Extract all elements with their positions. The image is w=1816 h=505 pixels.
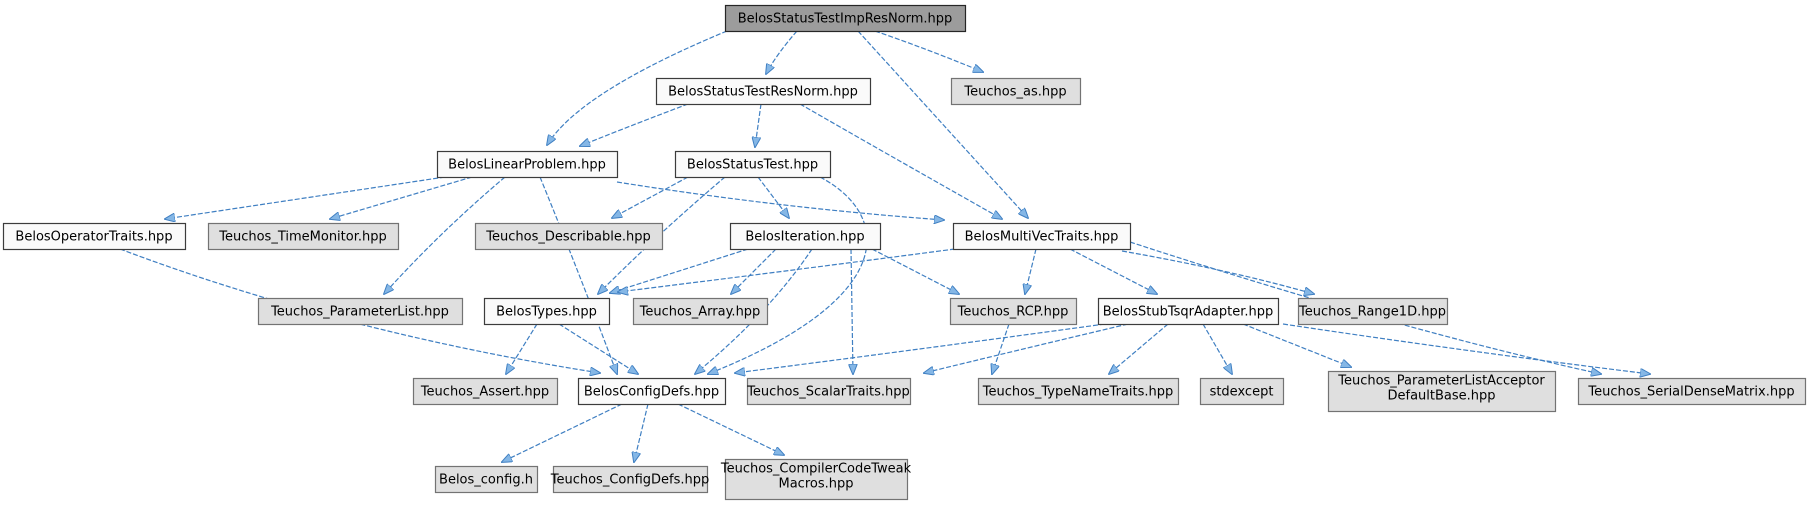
include-edge-linprob-optraits [165,176,446,219]
node-label-iter: BelosIteration.hpp [745,230,864,245]
include-edge-configdefs-compiler [677,403,784,455]
node-range1d[interactable]: Teuchos_Range1D.hpp [1297,297,1449,326]
node-label-btypes: BelosTypes.hpp [496,305,597,320]
node-label-typename: Teuchos_TypeNameTraits.hpp [982,385,1174,400]
node-label-stattest: BelosStatusTest.hpp [687,158,818,173]
node-label-linprob: BelosLinearProblem.hpp [448,158,606,173]
node-configdefs[interactable]: BelosConfigDefs.hpp [577,377,727,406]
node-label-stdexcept: stdexcept [1210,385,1274,400]
node-timemon[interactable]: Teuchos_TimeMonitor.hpp [207,222,400,251]
include-edge-imp-linprob [547,30,728,145]
node-label-mvtraits: BelosMultiVecTraits.hpp [965,230,1119,245]
include-edge-stub-scalar [924,323,1129,373]
node-describ[interactable]: Teuchos_Describable.hpp [474,222,664,251]
node-belosconfig[interactable]: Belos_config.h [434,465,539,494]
node-scalar[interactable]: Teuchos_ScalarTraits.hpp [746,377,912,406]
include-edge-imp-resnorm [766,30,798,74]
edge-layer [119,30,1650,462]
node-sdmatrix[interactable]: Teuchos_SerialDenseMatrix.hpp [1577,377,1807,406]
node-label-rcp: Teuchos_RCP.hpp [957,305,1069,320]
node-assert[interactable]: Teuchos_Assert.hpp [412,377,559,406]
include-edge-mvtraits-stub [1069,248,1157,294]
include-edge-resnorm-mvtraits [799,103,1002,219]
node-label-range1d: Teuchos_Range1D.hpp [1298,305,1446,320]
node-label-stub: BelosStubTsqrAdapter.hpp [1103,305,1274,320]
include-edge-mvtraits-btypes [618,248,956,292]
node-rcp[interactable]: Teuchos_RCP.hpp [949,297,1078,326]
node-label-imp: BelosStatusTestImpResNorm.hpp [738,12,953,27]
node-label-placceptor-line1: Teuchos_ParameterListAcceptor [1337,374,1545,389]
node-label-timemon: Teuchos_TimeMonitor.hpp [218,230,387,245]
node-label-sdmatrix: Teuchos_SerialDenseMatrix.hpp [1587,385,1794,400]
node-placceptor[interactable]: Teuchos_ParameterListAcceptorDefaultBase… [1327,370,1557,413]
node-iter[interactable]: BelosIteration.hpp [729,222,882,251]
include-edge-stub-typename [1109,323,1169,374]
node-label-as: Teuchos_as.hpp [963,85,1066,100]
node-btypes[interactable]: BelosTypes.hpp [483,297,611,326]
include-edge-linprob-timemon [330,176,473,219]
include-edge-stub-stdexcept [1202,323,1232,374]
node-plist[interactable]: Teuchos_ParameterList.hpp [257,297,464,326]
node-label-scalar: Teuchos_ScalarTraits.hpp [746,385,910,400]
include-edge-btypes-configdefs [558,323,638,374]
node-label-configdefs: BelosConfigDefs.hpp [584,385,719,400]
node-label-compiler-line1: Teuchos_CompilerCodeTweak [720,462,912,477]
node-optraits[interactable]: BelosOperatorTraits.hpp [2,222,187,251]
include-edge-linprob-mvtraits [616,181,944,220]
node-label-compiler-line2: Macros.hpp [779,477,854,492]
include-edge-rcp-typename [992,323,1010,374]
node-resnorm[interactable]: BelosStatusTestResNorm.hpp [655,77,872,106]
node-imp[interactable]: BelosStatusTestImpResNorm.hpp [724,4,967,33]
node-label-belosconfig: Belos_config.h [439,473,533,488]
include-edge-stattest-describ [612,176,689,218]
include-edge-imp-mvtraits [857,30,1028,218]
include-edge-iter-scalar [851,248,853,374]
node-label-array: Teuchos_Array.hpp [639,305,761,320]
include-edge-iter-array [731,248,777,294]
node-label-assert: Teuchos_Assert.hpp [420,385,549,400]
node-stattest[interactable]: BelosStatusTest.hpp [674,150,832,179]
include-edge-stattest-configdefs [708,176,868,374]
node-label-optraits: BelosOperatorTraits.hpp [15,230,172,245]
node-linprob[interactable]: BelosLinearProblem.hpp [436,150,619,179]
include-edge-configdefs-belosconfig [502,403,623,462]
node-label-placceptor-line2: DefaultBase.hpp [1387,389,1495,404]
node-label-resnorm: BelosStatusTestResNorm.hpp [668,85,858,100]
include-edge-configdefs-tconfigdefs [634,403,649,462]
node-label-plist: Teuchos_ParameterList.hpp [270,305,449,320]
node-layer: BelosStatusTestImpResNorm.hppBelosStatus… [2,4,1807,501]
node-stub[interactable]: BelosStubTsqrAdapter.hpp [1097,297,1280,326]
include-edge-stub-sdmatrix [1282,323,1650,374]
include-edge-linprob-plist [384,176,506,294]
node-label-tconfigdefs: Teuchos_ConfigDefs.hpp [550,473,710,488]
include-edge-stattest-iter [757,176,789,218]
include-edge-resnorm-linprob [580,103,689,146]
include-edge-mvtraits-range1d [1121,250,1314,294]
node-array[interactable]: Teuchos_Array.hpp [632,297,769,326]
include-edge-imp-as [874,30,983,72]
node-stdexcept[interactable]: stdexcept [1199,377,1285,406]
node-mvtraits[interactable]: BelosMultiVecTraits.hpp [952,222,1132,251]
include-edge-btypes-assert [506,323,538,374]
include-edge-mvtraits-rcp [1025,248,1037,294]
include-edge-stub-configdefs [735,323,1106,373]
include-edge-iter-rcp [871,248,959,294]
include-edge-iter-btypes [610,248,749,293]
node-tconfigdefs[interactable]: Teuchos_ConfigDefs.hpp [550,465,710,494]
include-edge-stub-placceptor [1242,323,1351,367]
include-edge-linprob-configdefs [539,176,617,374]
node-label-describ: Teuchos_Describable.hpp [485,230,650,245]
node-as[interactable]: Teuchos_as.hpp [950,77,1082,106]
node-typename[interactable]: Teuchos_TypeNameTraits.hpp [977,377,1180,406]
include-edge-resnorm-stattest [755,103,762,147]
